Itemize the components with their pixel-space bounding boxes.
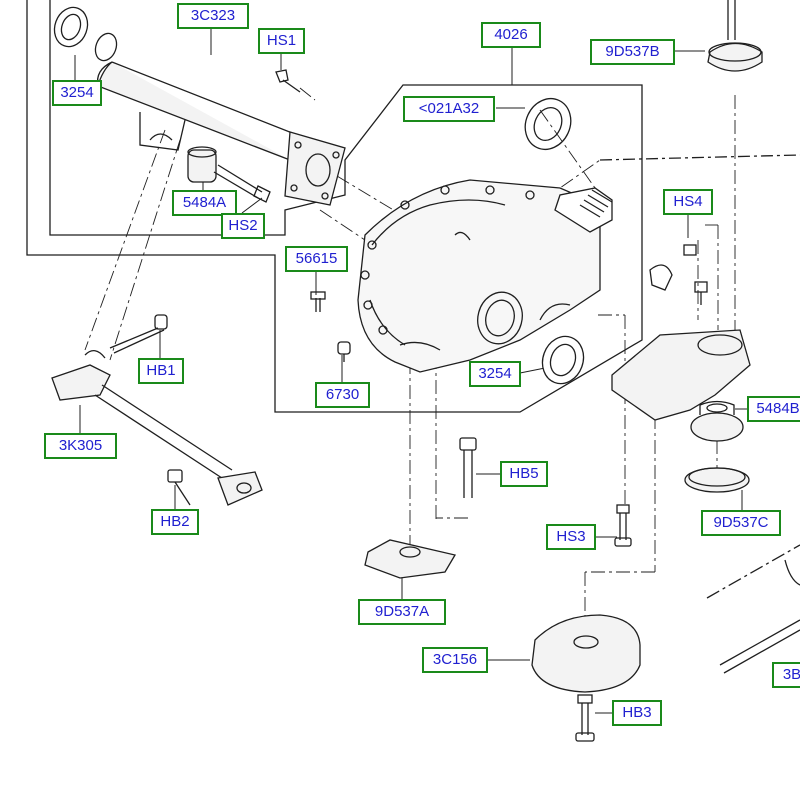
mount-5484b xyxy=(690,400,744,442)
label-3c156[interactable]: 3C156 xyxy=(422,647,488,673)
bolt-hb5 xyxy=(459,437,477,498)
centre-lines xyxy=(84,0,736,630)
label-hb3[interactable]: HB3 xyxy=(612,700,662,726)
label-hs2[interactable]: HS2 xyxy=(221,213,265,239)
bolt-hb2 xyxy=(167,469,191,506)
label-9d537a[interactable]: 9D537A xyxy=(358,599,446,625)
bolt-hb1 xyxy=(109,314,168,354)
label-5484a[interactable]: 5484A xyxy=(172,190,237,216)
label-5484b[interactable]: 5484B xyxy=(747,396,800,422)
label-3b[interactable]: 3B xyxy=(772,662,800,688)
tube-3c323 xyxy=(53,6,346,206)
leader-lines xyxy=(74,28,748,714)
mount-9d537a xyxy=(364,539,457,579)
label-4026[interactable]: 4026 xyxy=(481,22,541,48)
bolt-hb3 xyxy=(575,694,595,742)
mount-9d537c xyxy=(684,467,750,493)
housing-4026 xyxy=(357,179,613,373)
label-56615[interactable]: 56615 xyxy=(285,246,348,272)
label-hs4[interactable]: HS4 xyxy=(663,189,713,215)
arm-3k305 xyxy=(51,350,263,506)
label-hb1[interactable]: HB1 xyxy=(138,358,184,384)
mount-3c156 xyxy=(531,614,641,693)
bracket-right xyxy=(611,264,751,421)
label-3254-top[interactable]: 3254 xyxy=(52,80,102,106)
bolt-56615 xyxy=(310,291,326,312)
label-3254-mid[interactable]: 3254 xyxy=(469,361,521,387)
label-hs3[interactable]: HS3 xyxy=(546,524,596,550)
label-3c323[interactable]: 3C323 xyxy=(177,3,249,29)
plug-6730 xyxy=(337,341,351,362)
label-9d537c[interactable]: 9D537C xyxy=(701,510,781,536)
seal-021a32 xyxy=(524,98,572,150)
label-9d537b[interactable]: 9D537B xyxy=(590,39,675,65)
group-frame-upper xyxy=(26,0,643,413)
seal-3254-mid xyxy=(541,335,585,385)
mount-9d537b xyxy=(707,0,763,72)
bolt-hs3 xyxy=(614,504,632,547)
label-6730[interactable]: 6730 xyxy=(315,382,370,408)
bolts-hs4 xyxy=(683,244,708,305)
group-frame-right xyxy=(599,154,800,161)
shaft-3b xyxy=(706,544,800,674)
label-3k305[interactable]: 3K305 xyxy=(44,433,117,459)
label-021a32[interactable]: <021A32 xyxy=(403,96,495,122)
label-hs1[interactable]: HS1 xyxy=(258,28,305,54)
label-hb2[interactable]: HB2 xyxy=(151,509,199,535)
label-hb5[interactable]: HB5 xyxy=(500,461,548,487)
